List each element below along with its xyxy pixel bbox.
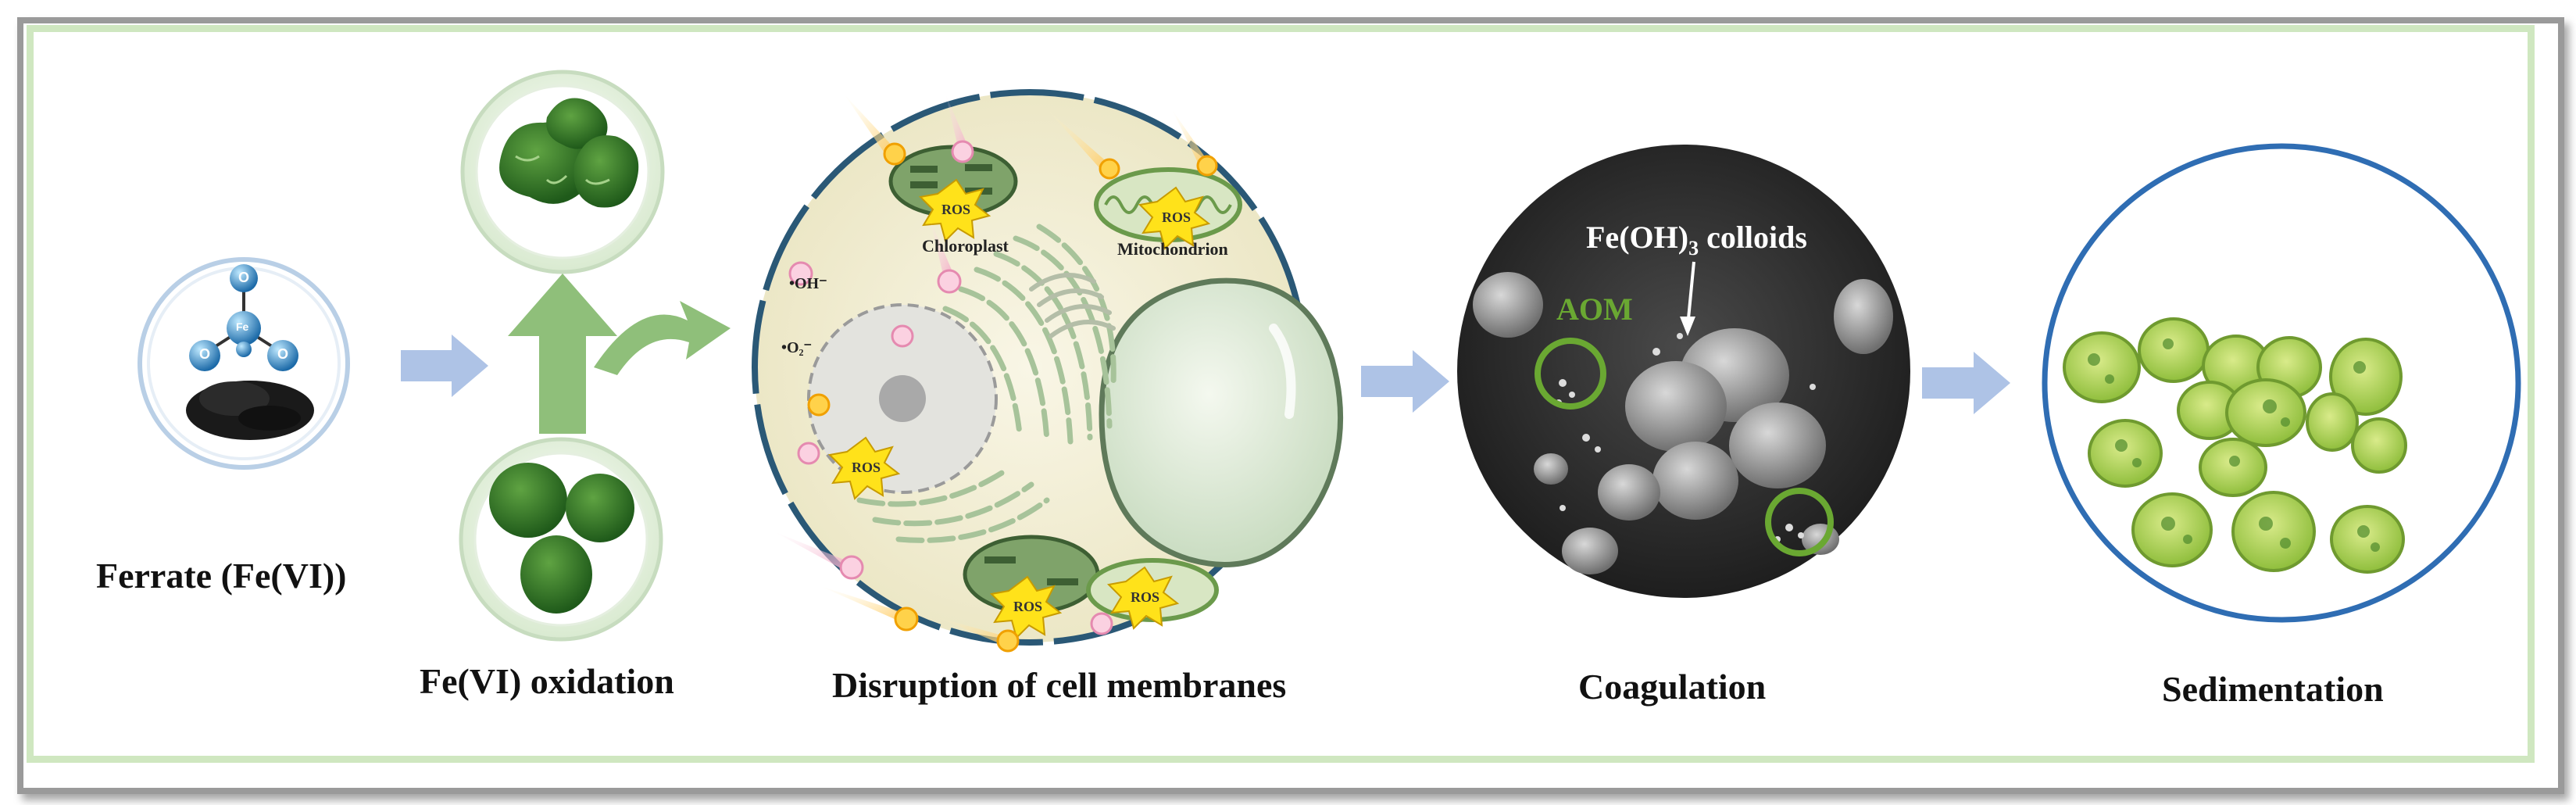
oxygen-symbol-left: O — [199, 346, 211, 362]
ferrate-illustration — [138, 257, 350, 470]
iron-atom — [227, 311, 261, 345]
chloroplast-label: Chloroplast — [922, 236, 1009, 256]
ros-label: ROS — [1013, 599, 1043, 614]
green-curved-arrow — [594, 301, 731, 375]
disruption-label: Disruption of cell membranes — [832, 665, 1287, 705]
oxygen-atom — [236, 342, 252, 357]
oxygen-atom — [189, 340, 220, 371]
colloids-label: Fe(OH)3 colloids — [1586, 219, 1807, 260]
aom-marker-circle — [1765, 488, 1834, 556]
oxidized-algae-ball — [460, 70, 665, 274]
colloid-pointer-arrow — [1680, 261, 1695, 336]
algae-cell — [2306, 392, 2359, 452]
aom-label: AOM — [1556, 292, 1633, 327]
colloids-label-suffix: colloids — [1699, 220, 1807, 255]
ros-label: ROS — [1131, 589, 1160, 605]
coagulation-label: Coagulation — [1578, 667, 1767, 707]
oxygen-atom — [230, 264, 258, 292]
algae-cell — [2088, 419, 2163, 488]
ros-label: ROS — [852, 460, 881, 475]
algal-cell — [752, 89, 1344, 646]
endoplasmic-reticulum — [856, 224, 1117, 543]
ros-burst — [989, 575, 1063, 639]
oxygen-symbol-right: O — [277, 346, 289, 362]
oxygen-atom — [267, 340, 298, 371]
healthy-algae-ball — [459, 437, 663, 642]
colloids-label-subscript: 3 — [1688, 237, 1699, 259]
flow-arrow — [401, 335, 488, 397]
sem-micrograph — [1457, 145, 1910, 598]
sedimentation-label: Sedimentation — [2162, 669, 2384, 709]
algae-cell — [2225, 378, 2306, 447]
aom-marker-circle — [1535, 338, 1606, 410]
ros-label: ROS — [941, 202, 971, 217]
algae-cell — [2138, 317, 2210, 383]
sedimentation-illustration — [2042, 143, 2521, 623]
golgi-apparatus — [1029, 273, 1116, 338]
vacuole — [1099, 277, 1344, 567]
algae-cell — [2330, 505, 2405, 574]
flow-arrow — [1922, 352, 2010, 414]
ros-label: ROS — [1162, 209, 1192, 225]
oxidation-label: Fe(VI) oxidation — [420, 661, 674, 701]
algae-cell — [2351, 417, 2407, 474]
iron-symbol: Fe — [236, 320, 249, 333]
ros-burst — [827, 436, 901, 500]
ros-burst — [918, 178, 991, 242]
algae-cell — [2131, 492, 2213, 567]
green-up-arrow — [508, 274, 617, 434]
superoxide-radical-label: •O₂⁻ — [781, 339, 813, 356]
ros-burst — [1106, 566, 1180, 630]
colloids-label-prefix: Fe(OH) — [1586, 220, 1689, 255]
ferrate-label: Ferrate (Fe(VI)) — [96, 556, 347, 596]
ros-burst — [1138, 186, 1211, 250]
algae-cell — [2329, 338, 2403, 416]
algae-cell — [2063, 331, 2141, 403]
hydroxyl-radical-label: •OH⁻ — [789, 275, 827, 292]
mitochondrion-label: Mitochondrion — [1117, 239, 1228, 259]
radical-beams — [774, 94, 1218, 653]
oxygen-symbol-top: O — [238, 270, 250, 285]
algae-cell — [2231, 491, 2316, 572]
algae-cell — [2199, 438, 2267, 497]
flow-arrow — [1361, 350, 1449, 413]
